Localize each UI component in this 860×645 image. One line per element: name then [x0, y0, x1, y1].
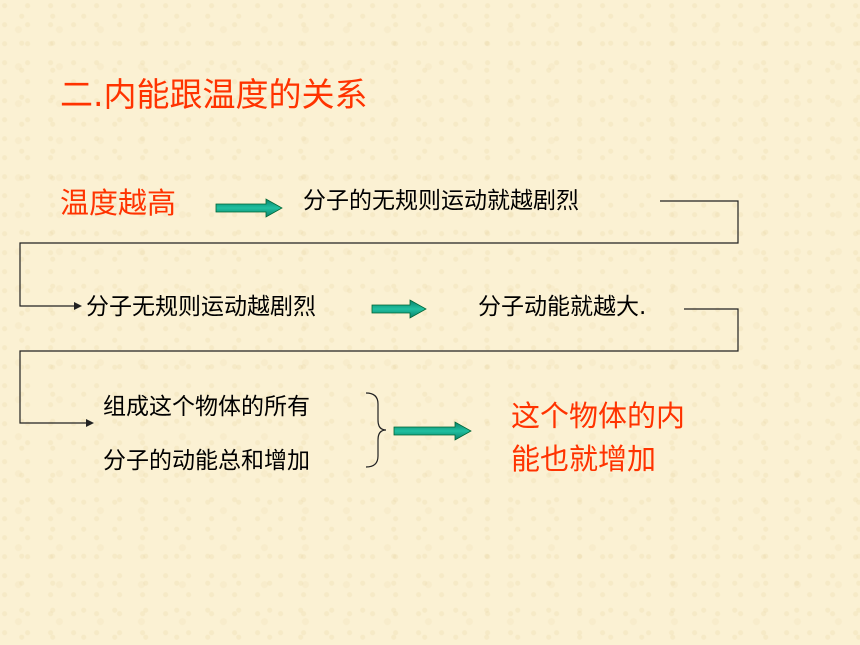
row3-cause-line1: 组成这个物体的所有: [103, 394, 310, 420]
row3-result-line2: 能也就增加: [511, 442, 657, 476]
row2-effect: 分子动能就越大.: [478, 294, 647, 320]
connector-row1-to-row2: [19, 200, 739, 307]
arrow-icon-row1: [215, 198, 283, 218]
row1-cause: 温度越高: [60, 186, 177, 220]
connector-arrowhead-row3: [86, 419, 94, 427]
connector-arrowhead-row2: [74, 302, 82, 310]
connector-row2-to-row3: [19, 308, 739, 424]
row2-cause: 分子无规则运动越剧烈: [86, 294, 316, 320]
right-brace: [365, 392, 387, 468]
row3-result-line1: 这个物体的内: [511, 399, 686, 433]
arrow-icon-row3: [393, 421, 472, 441]
slide-title: 二.内能跟温度的关系: [60, 75, 368, 114]
row1-effect: 分子的无规则运动就越剧烈: [303, 188, 579, 214]
arrow-icon-row2: [371, 299, 427, 319]
row3-cause-line2: 分子的动能总和增加: [103, 448, 310, 474]
